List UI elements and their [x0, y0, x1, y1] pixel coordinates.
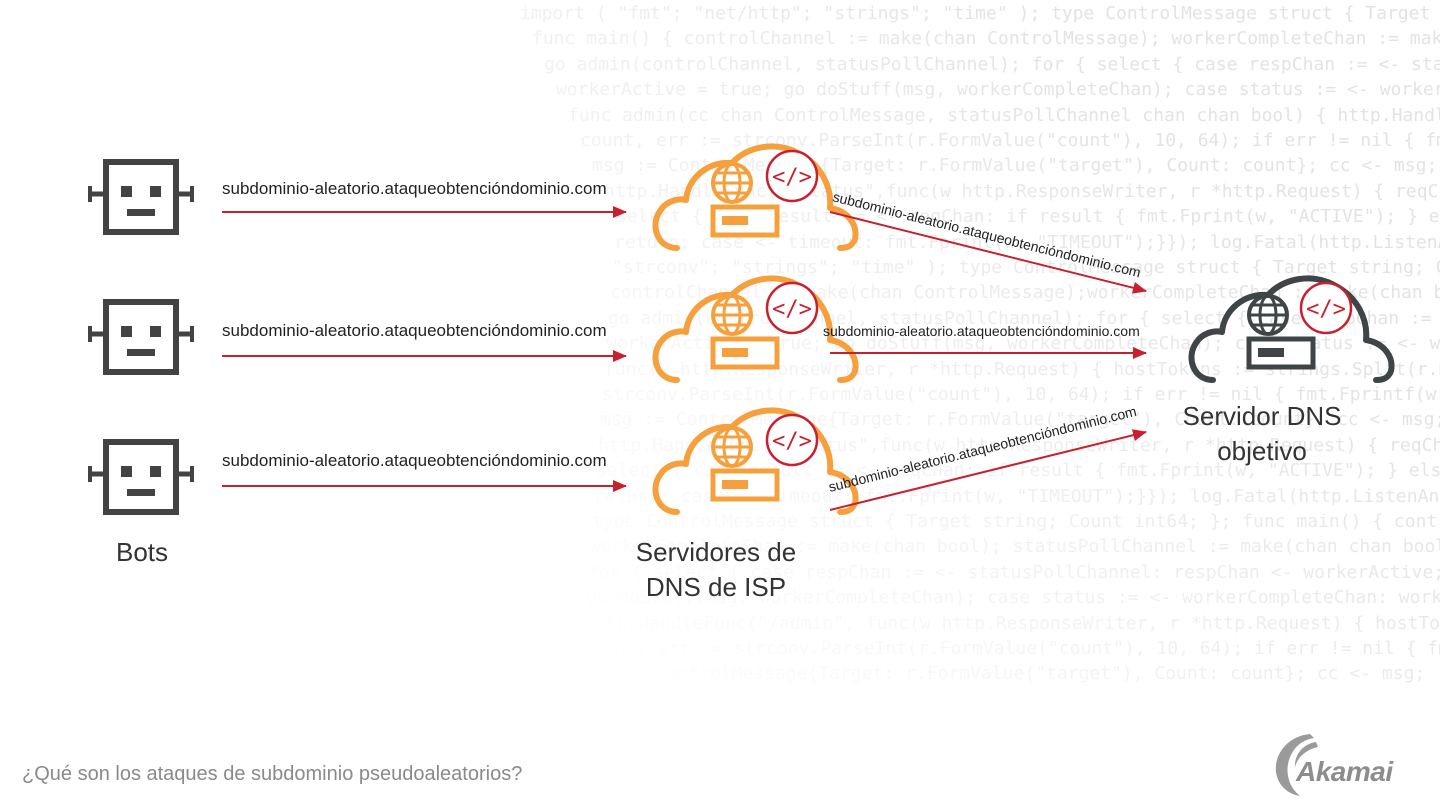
- query-label-bot-1: subdominio-aleatorio.ataqueobtencióndomi…: [222, 179, 607, 198]
- target-dns-caption: Servidor DNS objetivo: [1182, 401, 1342, 466]
- svg-text:</>: </>: [1306, 297, 1346, 322]
- svg-text:</>: </>: [772, 297, 812, 322]
- target-dns-server-icon: </>: [1191, 278, 1391, 380]
- isp-dns-server-1-icon: </>: [655, 146, 855, 248]
- isp-dns-server-2-icon: </>: [655, 278, 855, 380]
- bot-2-icon: [88, 302, 194, 372]
- query-label-isp-2: subdominio-aleatorio.ataqueobtencióndomi…: [823, 323, 1140, 339]
- bot-3-icon: [88, 442, 194, 512]
- isp-dns-caption: Servidores de DNS de ISP: [635, 537, 797, 602]
- query-label-bot-2: subdominio-aleatorio.ataqueobtencióndomi…: [222, 321, 607, 340]
- arrow-isp-3-to-target: [829, 429, 1147, 511]
- query-label-bot-3: subdominio-aleatorio.ataqueobtencióndomi…: [222, 451, 607, 470]
- svg-text:</>: </>: [772, 429, 812, 454]
- bot-1-icon: [88, 162, 194, 232]
- svg-text:</>: </>: [772, 165, 812, 190]
- query-label-isp-1: subdominio-aleatorio.ataqueobtencióndomi…: [831, 188, 1142, 280]
- akamai-logo: Akamai: [1296, 756, 1393, 787]
- bots-caption: Bots: [115, 537, 169, 567]
- query-label-isp-3: subdominio-aleatorio.ataqueobtencióndomi…: [827, 403, 1138, 495]
- akamai-swoosh-icon: [1275, 734, 1318, 796]
- arrow-isp-1-to-target: [829, 211, 1147, 294]
- footer-title: ¿Qué son los ataques de subdominio pseud…: [22, 763, 523, 785]
- isp-dns-server-3-icon: </>: [655, 410, 855, 512]
